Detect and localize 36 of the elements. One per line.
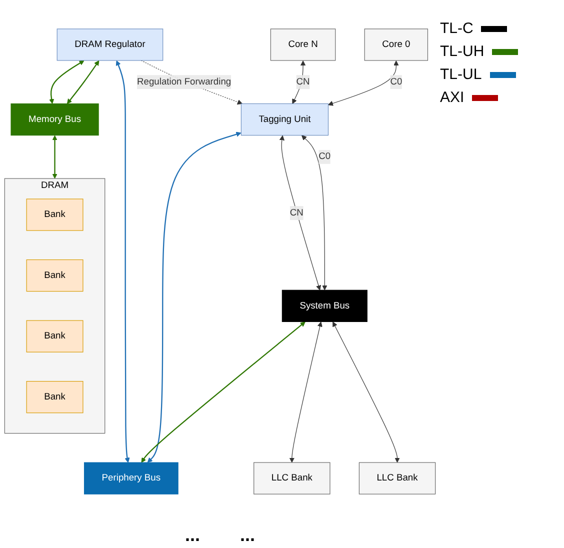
legend-label: TL-UL (440, 66, 482, 83)
legend-label: TL-C (440, 20, 474, 37)
node-box: Bank (26, 320, 84, 352)
node-box: LLC Bank (254, 462, 330, 494)
edge-label: C0 (318, 152, 331, 162)
arrow (147, 132, 242, 463)
arrow (289, 322, 322, 463)
arrow (141, 322, 306, 463)
arrow (332, 322, 400, 463)
arrow (302, 135, 328, 290)
edge-label: Regulation Forwarding (137, 76, 232, 87)
node-box: DRAM Regulator (56, 28, 164, 61)
node-box: Core 0 (364, 28, 428, 61)
arrow (49, 60, 84, 104)
node-box: Bank (26, 381, 84, 414)
node-box: System Bus (282, 290, 368, 322)
edge-label: CN (290, 208, 304, 218)
node-box: Bank (26, 259, 84, 292)
node-box: Periphery Bus (84, 462, 178, 494)
node-box: Bank (26, 198, 84, 231)
node-box: Memory Bus (10, 103, 99, 136)
node-box: Tagging Unit (240, 103, 329, 136)
edge-label: C0 (390, 76, 402, 87)
arrow (66, 60, 100, 104)
arrow (328, 60, 399, 106)
arrow (116, 60, 130, 463)
arrow (52, 135, 58, 179)
edge-label: CN (296, 76, 310, 87)
legend-label: AXI (440, 89, 464, 106)
ellipsis-label: ... (240, 525, 256, 546)
node-box: Core N (270, 28, 336, 61)
arrow (292, 60, 306, 104)
ellipsis-label: ... (184, 525, 200, 546)
legend-label: TL-UH (440, 43, 484, 60)
node-box: LLC Bank (358, 462, 436, 494)
arrow (279, 135, 322, 290)
